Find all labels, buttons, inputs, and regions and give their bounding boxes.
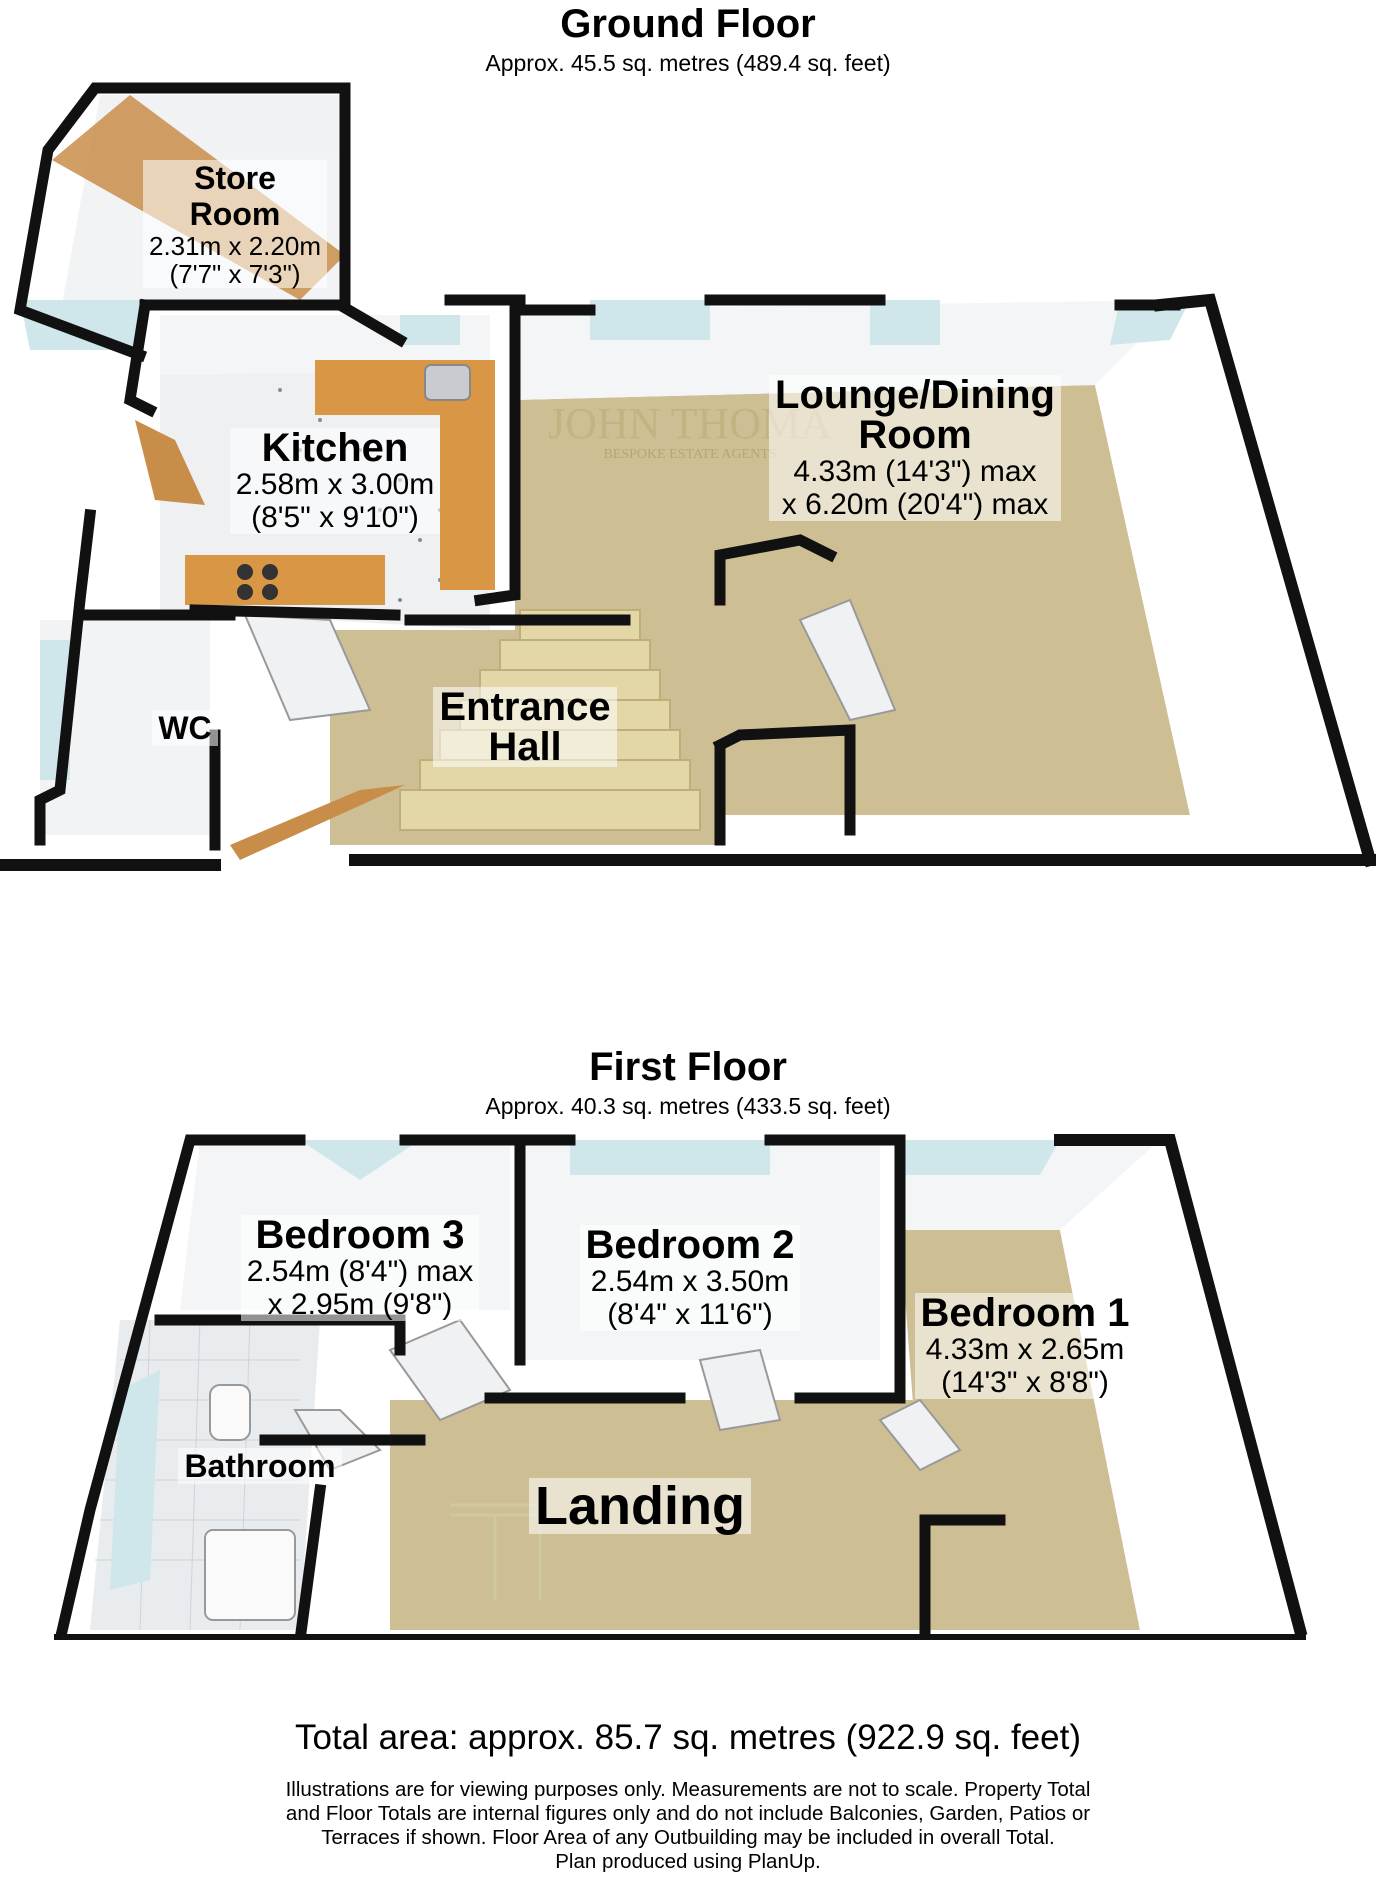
window-kitchen <box>400 315 460 345</box>
wc-name: WC <box>158 710 212 746</box>
window-lounge-3 <box>1110 300 1190 345</box>
landing-label: Landing <box>510 1478 770 1534</box>
window-lounge-1 <box>590 300 710 340</box>
lounge-name-line1: Lounge/Dining <box>775 373 1055 417</box>
window-bed1 <box>900 1140 1060 1175</box>
store-room-name-line1: Store <box>194 160 276 196</box>
bedroom2-dim-line2: (8'4" x 11'6") <box>607 1298 773 1331</box>
window-store <box>20 300 150 350</box>
wc-floor <box>40 620 210 835</box>
window-bed3 <box>300 1140 420 1180</box>
landing-name: Landing <box>535 1476 745 1536</box>
bedroom1-right-wall <box>1060 1140 1280 1630</box>
entrance-hall-name-line2: Hall <box>488 725 562 769</box>
door-hall-kitchen <box>243 613 372 722</box>
disclaimer: Illustrations are for viewing purposes o… <box>200 1778 1176 1874</box>
bedroom3-dim-line2: x 2.95m (9'8") <box>267 1288 453 1321</box>
bedroom3-dim-line1: 2.54m (8'4") max <box>246 1255 474 1288</box>
disclaimer-line: Terraces if shown. Floor Area of any Out… <box>321 1826 1055 1849</box>
door-bed1 <box>878 1398 962 1472</box>
total-area: Total area: approx. 85.7 sq. metres (922… <box>295 1718 1081 1757</box>
bathroom-toilet <box>209 1384 251 1441</box>
disclaimer-line: Plan produced using PlanUp. <box>555 1850 821 1873</box>
kitchen-sink <box>424 364 471 401</box>
bedroom1-dim-line2: (14'3" x 8'8") <box>941 1366 1109 1399</box>
entrance-hall-name-line1: Entrance <box>439 685 611 729</box>
kitchen-label: Kitchen 2.58m x 3.00m (8'5" x 9'10") <box>200 428 470 534</box>
kitchen-dim-line1: 2.58m x 3.00m <box>235 468 435 501</box>
bedroom1-dim-line1: 4.33m x 2.65m <box>925 1333 1125 1366</box>
first-floor-area: Approx. 40.3 sq. metres (433.5 sq. feet) <box>485 1093 891 1119</box>
kitchen-hob <box>237 564 278 600</box>
bath-tub <box>204 1529 296 1621</box>
wc-label: WC <box>140 710 230 746</box>
bedroom2-label: Bedroom 2 2.54m x 3.50m (8'4" x 11'6") <box>530 1225 850 1331</box>
door-kitchen <box>135 420 205 505</box>
bedroom2-name: Bedroom 2 <box>585 1223 795 1267</box>
ground-floor-title: Ground Floor <box>560 2 816 46</box>
window-bathroom <box>110 1370 160 1590</box>
store-room-name-line2: Room <box>189 196 281 232</box>
bathroom-label: Bathroom <box>160 1448 360 1484</box>
bedroom3-name: Bedroom 3 <box>255 1213 465 1257</box>
window-lounge-2 <box>870 300 940 345</box>
door-front <box>230 785 405 860</box>
kitchen-name: Kitchen <box>261 426 409 470</box>
bathroom-name: Bathroom <box>184 1448 336 1484</box>
window-bed2 <box>570 1140 770 1175</box>
lounge-dim-line2: x 6.20m (20'4") max <box>781 488 1049 521</box>
lounge-right-wall <box>1095 300 1340 820</box>
store-room-dim-line2: (7'7" x 7'3") <box>169 259 301 289</box>
kitchen-dim-line2: (8'5" x 9'10") <box>251 501 419 534</box>
lounge-dim-line1: 4.33m (14'3") max <box>793 455 1037 488</box>
bedroom1-name: Bedroom 1 <box>920 1291 1130 1335</box>
store-room-dim-line1: 2.31m x 2.20m <box>149 231 321 261</box>
disclaimer-line: and Floor Totals are internal figures on… <box>285 1802 1091 1825</box>
kitchen-worktop-right <box>440 360 495 590</box>
kitchen-worktop-front <box>185 555 385 605</box>
watermark-line2: BESPOKE ESTATE AGENTS <box>603 447 776 462</box>
first-floor-title: First Floor <box>589 1045 787 1089</box>
door-lounge <box>798 598 897 722</box>
bedroom2-dim-line1: 2.54m x 3.50m <box>590 1265 790 1298</box>
entrance-hall-label: Entrance Hall <box>415 687 635 767</box>
door-bed3 <box>388 1318 512 1422</box>
ground-floor-area: Approx. 45.5 sq. metres (489.4 sq. feet) <box>485 50 891 76</box>
lounge-name-line2: Room <box>858 413 972 457</box>
bedroom1-label: Bedroom 1 4.33m x 2.65m (14'3" x 8'8") <box>880 1293 1170 1399</box>
bedroom3-label: Bedroom 3 2.54m (8'4") max x 2.95m (9'8"… <box>205 1215 515 1321</box>
door-bed2 <box>698 1348 782 1432</box>
store-room-label: Store Room 2.31m x 2.20m (7'7" x 7'3") <box>120 160 350 288</box>
disclaimer-line: Illustrations are for viewing purposes o… <box>285 1778 1091 1801</box>
lounge-label: Lounge/Dining Room 4.33m (14'3") max x 6… <box>740 375 1090 521</box>
